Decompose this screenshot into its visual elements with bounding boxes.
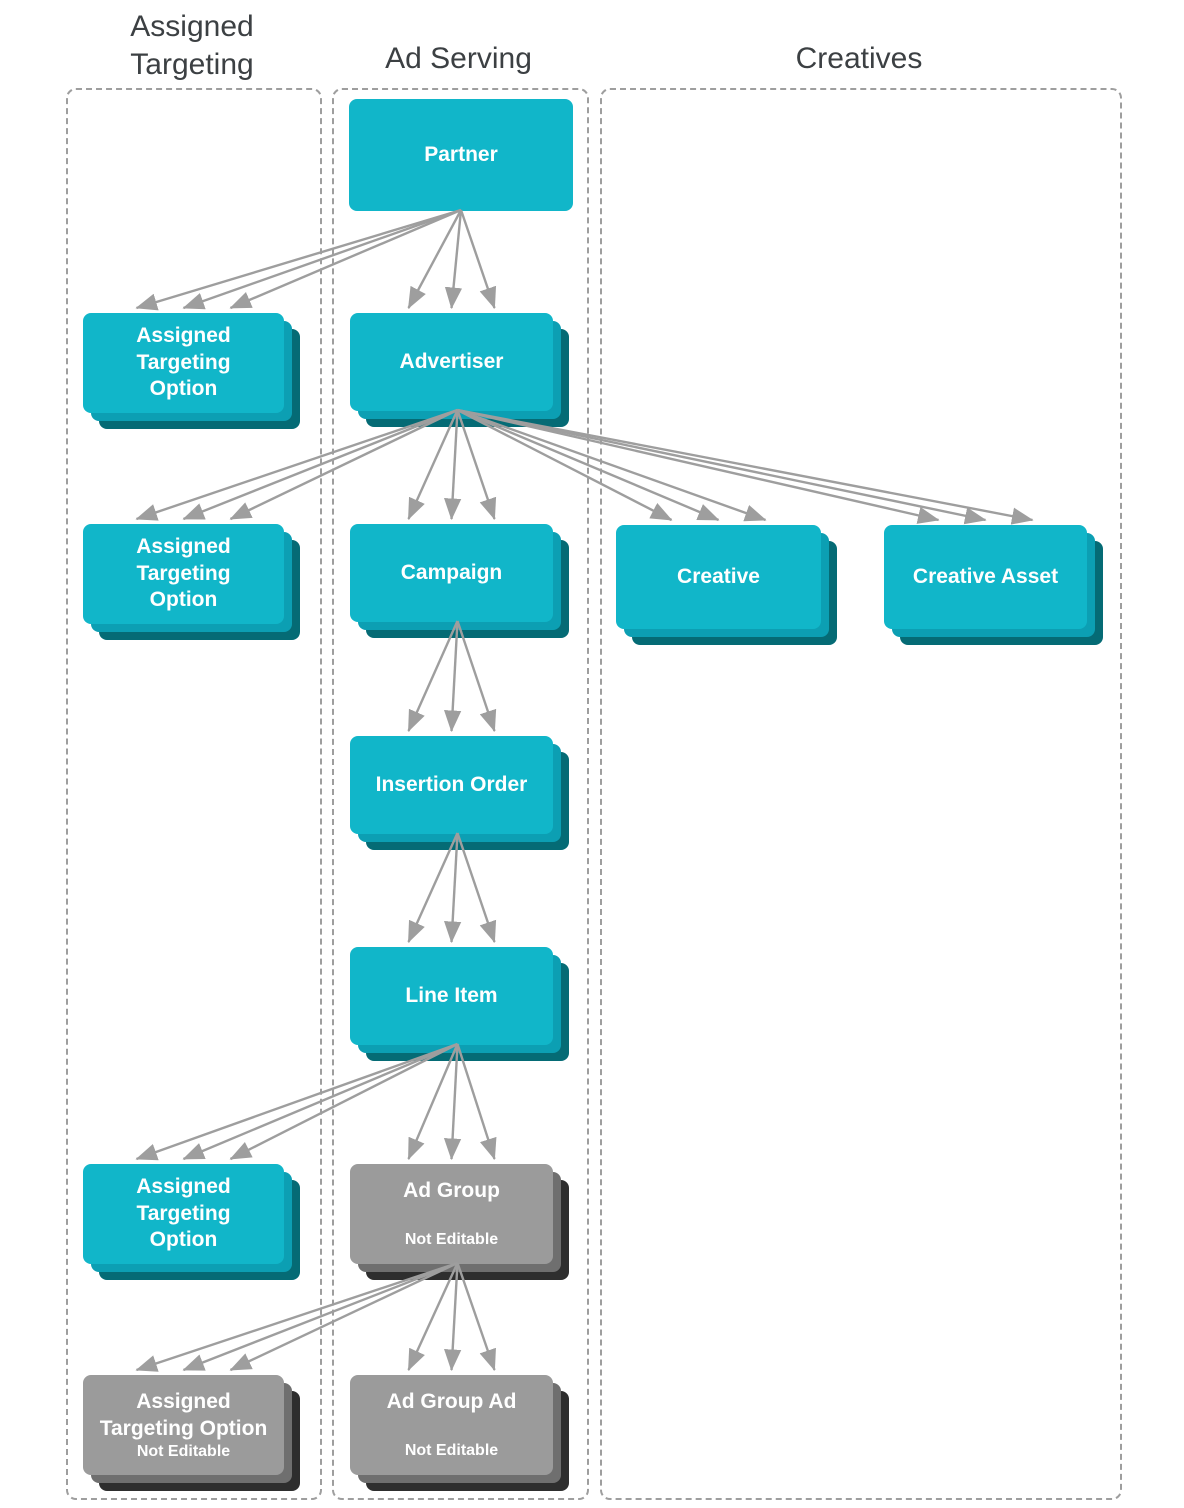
node-assigned-targeting-option-2: Assigned Targeting Option <box>83 524 300 640</box>
node-face: Insertion Order <box>350 736 553 834</box>
node-ad-group-ad: Ad Group Ad Not Editable <box>350 1375 569 1491</box>
node-face: Line Item <box>350 947 553 1045</box>
node-label: Assigned Targeting Option <box>136 534 231 612</box>
node-assigned-targeting-option-1: Assigned Targeting Option <box>83 313 300 429</box>
node-advertiser: Advertiser <box>350 313 569 427</box>
node-ad-group: Ad Group Not Editable <box>350 1164 569 1280</box>
node-label: Ad Group Ad <box>386 1390 517 1413</box>
node-face: Assigned Targeting Option Not Editable <box>83 1375 284 1475</box>
node-face: Assigned Targeting Option <box>83 1164 284 1264</box>
node-assigned-targeting-option-4: Assigned Targeting Option Not Editable <box>83 1375 300 1491</box>
node-label: Advertiser <box>399 349 504 373</box>
node-label: Campaign <box>400 560 503 584</box>
node-campaign: Campaign <box>350 524 569 638</box>
node-face: Ad Group Ad Not Editable <box>350 1375 553 1475</box>
node-sublabel-not-editable: Not Editable <box>136 1442 231 1460</box>
node-label: Assigned Targeting Option <box>136 323 231 401</box>
node-face: Creative Asset <box>884 525 1087 629</box>
node-label: Line Item <box>405 983 498 1007</box>
column-header-creatives: Creatives <box>795 42 923 75</box>
node-partner-label: Partner <box>424 142 498 166</box>
column-assigned-targeting <box>66 88 322 1500</box>
node-face: Assigned Targeting Option <box>83 313 284 413</box>
node-partner: Partner <box>349 99 573 211</box>
column-creatives <box>600 88 1122 1500</box>
node-creative-asset: Creative Asset <box>884 525 1103 645</box>
node-assigned-targeting-option-3: Assigned Targeting Option <box>83 1164 300 1280</box>
node-insertion-order: Insertion Order <box>350 736 569 850</box>
node-label: Insertion Order <box>375 772 528 796</box>
node-label: Ad Group <box>403 1179 500 1202</box>
node-sublabel-not-editable: Not Editable <box>404 1442 499 1459</box>
column-header-ad-serving: Ad Serving <box>385 42 532 75</box>
node-face: Ad Group Not Editable <box>350 1164 553 1264</box>
node-line-item: Line Item <box>350 947 569 1061</box>
node-creative: Creative <box>616 525 837 645</box>
node-label: Creative Asset <box>912 564 1059 588</box>
column-header-assigned-targeting: Assigned Targeting <box>130 10 254 81</box>
node-label: Assigned Targeting Option <box>99 1390 268 1440</box>
column-ad-serving <box>332 88 589 1500</box>
node-label: Creative <box>677 564 760 588</box>
node-sublabel-not-editable: Not Editable <box>404 1231 499 1248</box>
node-face: Campaign <box>350 524 553 622</box>
node-partner-face: Partner <box>349 99 573 211</box>
node-face: Assigned Targeting Option <box>83 524 284 624</box>
node-face: Creative <box>616 525 821 629</box>
node-face: Advertiser <box>350 313 553 411</box>
node-label: Assigned Targeting Option <box>136 1174 231 1252</box>
